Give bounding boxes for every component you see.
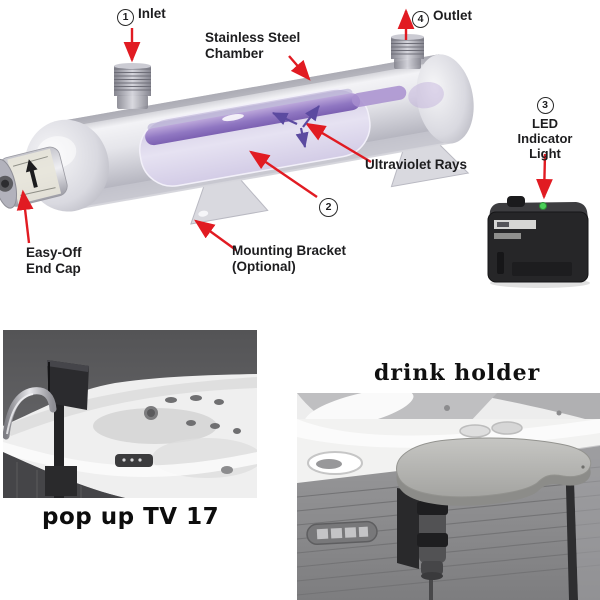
chamber-arrow-icon	[288, 55, 311, 81]
drink-caption: drink holder	[374, 360, 541, 386]
cabinet-vent	[306, 520, 378, 546]
hinge-bracket	[397, 488, 448, 580]
uv-ray-s-icon	[295, 127, 309, 149]
drink-tray	[396, 437, 592, 506]
end-cap	[0, 146, 68, 209]
circled-number-1: 1	[117, 9, 134, 27]
led-light-icon	[539, 202, 547, 210]
led-arrow-icon	[536, 153, 553, 200]
circled-number-2: 2	[319, 198, 338, 218]
bracket-arrow-icon	[194, 219, 237, 251]
lamp-number-label: 2	[319, 196, 342, 218]
stainless-chamber	[24, 54, 474, 225]
uv-ray-w-icon	[272, 112, 298, 125]
led-label: 3 LED Indicator Light	[517, 97, 573, 161]
tv-panel	[47, 360, 89, 410]
popup-tv-photo	[3, 330, 257, 498]
handrail	[3, 387, 57, 440]
tv-mast	[54, 404, 64, 498]
lamp-arrow-icon	[249, 150, 318, 198]
spa-cabinet	[3, 452, 125, 498]
uv-arrow-icon	[304, 122, 372, 164]
endcap-arrow-icon	[16, 189, 34, 244]
control-panel	[115, 454, 153, 467]
cap-arrow-icon	[25, 159, 38, 188]
mounting-bracket-label: Mounting Bracket (Optional)	[232, 243, 347, 274]
inlet-fitting	[114, 63, 151, 109]
drink-holder-photo	[297, 393, 600, 600]
end-cap-label: Easy-Off End Cap	[26, 245, 82, 276]
led-indicator-box	[487, 196, 590, 288]
uv-ray-ne-icon	[302, 105, 320, 128]
uv-sterilizer-diagram	[0, 8, 590, 288]
uv-rays-label: Ultraviolet Rays	[365, 157, 468, 172]
circled-number-4: 4	[412, 11, 429, 29]
circled-number-3: 3	[536, 97, 554, 114]
tv-caption: pop up TV 17	[42, 504, 220, 530]
cabinet-corner-seam	[565, 449, 578, 600]
chamber-label: Stainless Steel Chamber	[205, 30, 301, 61]
outlet-fitting	[391, 34, 424, 69]
